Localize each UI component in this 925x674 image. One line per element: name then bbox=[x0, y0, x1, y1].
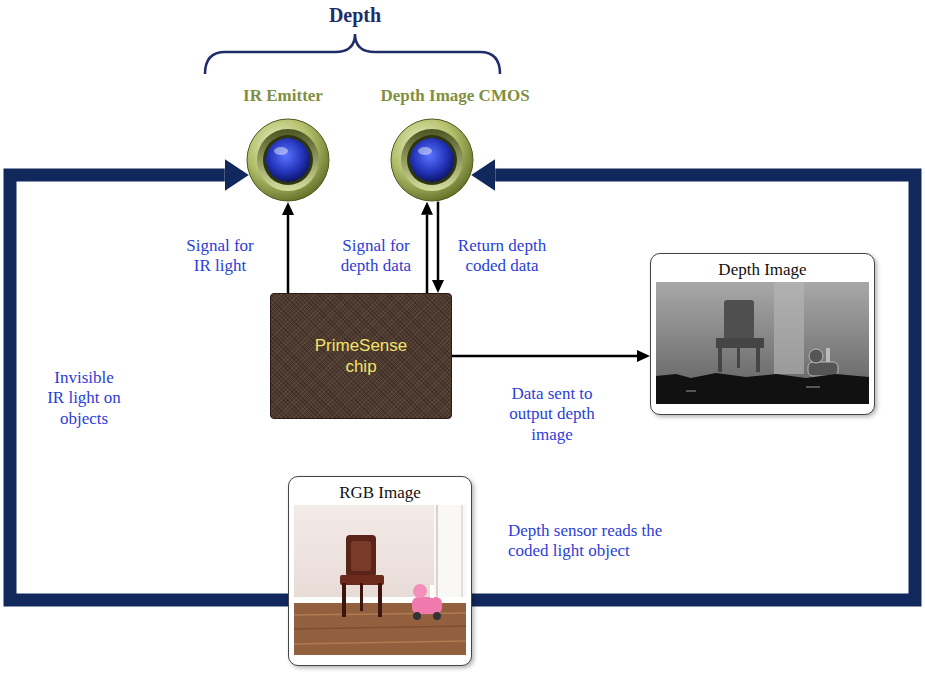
illustration-part bbox=[407, 135, 457, 185]
illustration-part bbox=[686, 390, 696, 392]
illustration-part bbox=[247, 119, 329, 201]
depth-cmos-lens: Depth Image CMOS bbox=[390, 118, 474, 202]
illustration-part bbox=[413, 612, 421, 620]
component-label: IR Emitter bbox=[243, 86, 323, 106]
panel-title: Depth Image bbox=[651, 254, 874, 280]
illustration-part bbox=[737, 346, 740, 368]
illustration-part bbox=[436, 505, 438, 603]
illustration-part bbox=[806, 386, 820, 388]
illustration-part bbox=[360, 583, 363, 611]
illustration-part bbox=[724, 300, 754, 340]
diagram-title: Depth bbox=[329, 4, 381, 27]
illustration-part bbox=[266, 138, 310, 182]
processor-chip: PrimeSense chip bbox=[270, 293, 452, 419]
illustration-part bbox=[756, 346, 760, 372]
illustration-part bbox=[294, 505, 466, 655]
light-path-arrow bbox=[10, 175, 288, 600]
signal-arrow bbox=[426, 215, 429, 293]
illustration-part bbox=[294, 626, 466, 629]
illustration-part bbox=[342, 583, 346, 617]
camera-lens bbox=[246, 118, 330, 202]
illustration-part bbox=[808, 362, 838, 376]
illustration-part bbox=[433, 612, 441, 620]
connector-label: Invisible IR light on objects bbox=[46, 368, 122, 429]
depth-image-panel: Depth Image bbox=[650, 253, 875, 415]
illustration-part bbox=[346, 535, 376, 577]
connector-label: Depth sensor reads the coded light objec… bbox=[508, 521, 683, 562]
illustration-part bbox=[461, 505, 462, 603]
chip-label: PrimeSense chip bbox=[311, 335, 411, 378]
ir-emitter-lens: IR Emitter bbox=[246, 118, 330, 202]
component-label: Depth Image CMOS bbox=[380, 86, 529, 106]
illustration-part bbox=[826, 348, 830, 362]
connector-label: Return depth coded data bbox=[450, 236, 554, 277]
signal-arrow bbox=[437, 202, 440, 280]
illustration-part bbox=[294, 641, 466, 644]
illustration-part bbox=[809, 349, 823, 363]
illustration-part bbox=[351, 541, 371, 571]
illustration-part bbox=[412, 597, 442, 614]
illustration-part bbox=[391, 119, 473, 201]
illustration-part bbox=[774, 282, 804, 374]
connector-label: Data sent to output depth image bbox=[494, 384, 610, 445]
connector-label: Signal for depth data bbox=[330, 236, 422, 277]
illustration-part bbox=[263, 135, 313, 185]
signal-arrow bbox=[452, 355, 637, 358]
camera-lens bbox=[390, 118, 474, 202]
rgb-image-panel: RGB Image bbox=[288, 476, 472, 666]
signal-arrow bbox=[287, 215, 290, 293]
illustration-part bbox=[656, 373, 869, 404]
rgb-photo-picture bbox=[294, 505, 466, 655]
illustration-part bbox=[418, 147, 432, 155]
illustration-part bbox=[401, 129, 463, 191]
illustration-part bbox=[274, 147, 288, 155]
illustration-part bbox=[410, 138, 454, 182]
illustration-part bbox=[434, 505, 466, 603]
illustration-part bbox=[656, 282, 869, 404]
illustration-part bbox=[378, 583, 382, 617]
connector-label: Signal for IR light bbox=[178, 236, 262, 277]
group-brace bbox=[205, 34, 500, 74]
depth-map-picture bbox=[656, 282, 869, 404]
illustration-part bbox=[413, 584, 427, 598]
panel-title: RGB Image bbox=[289, 477, 471, 503]
illustration-part bbox=[257, 129, 319, 191]
illustration-part bbox=[430, 585, 434, 598]
illustration-part bbox=[718, 346, 722, 372]
